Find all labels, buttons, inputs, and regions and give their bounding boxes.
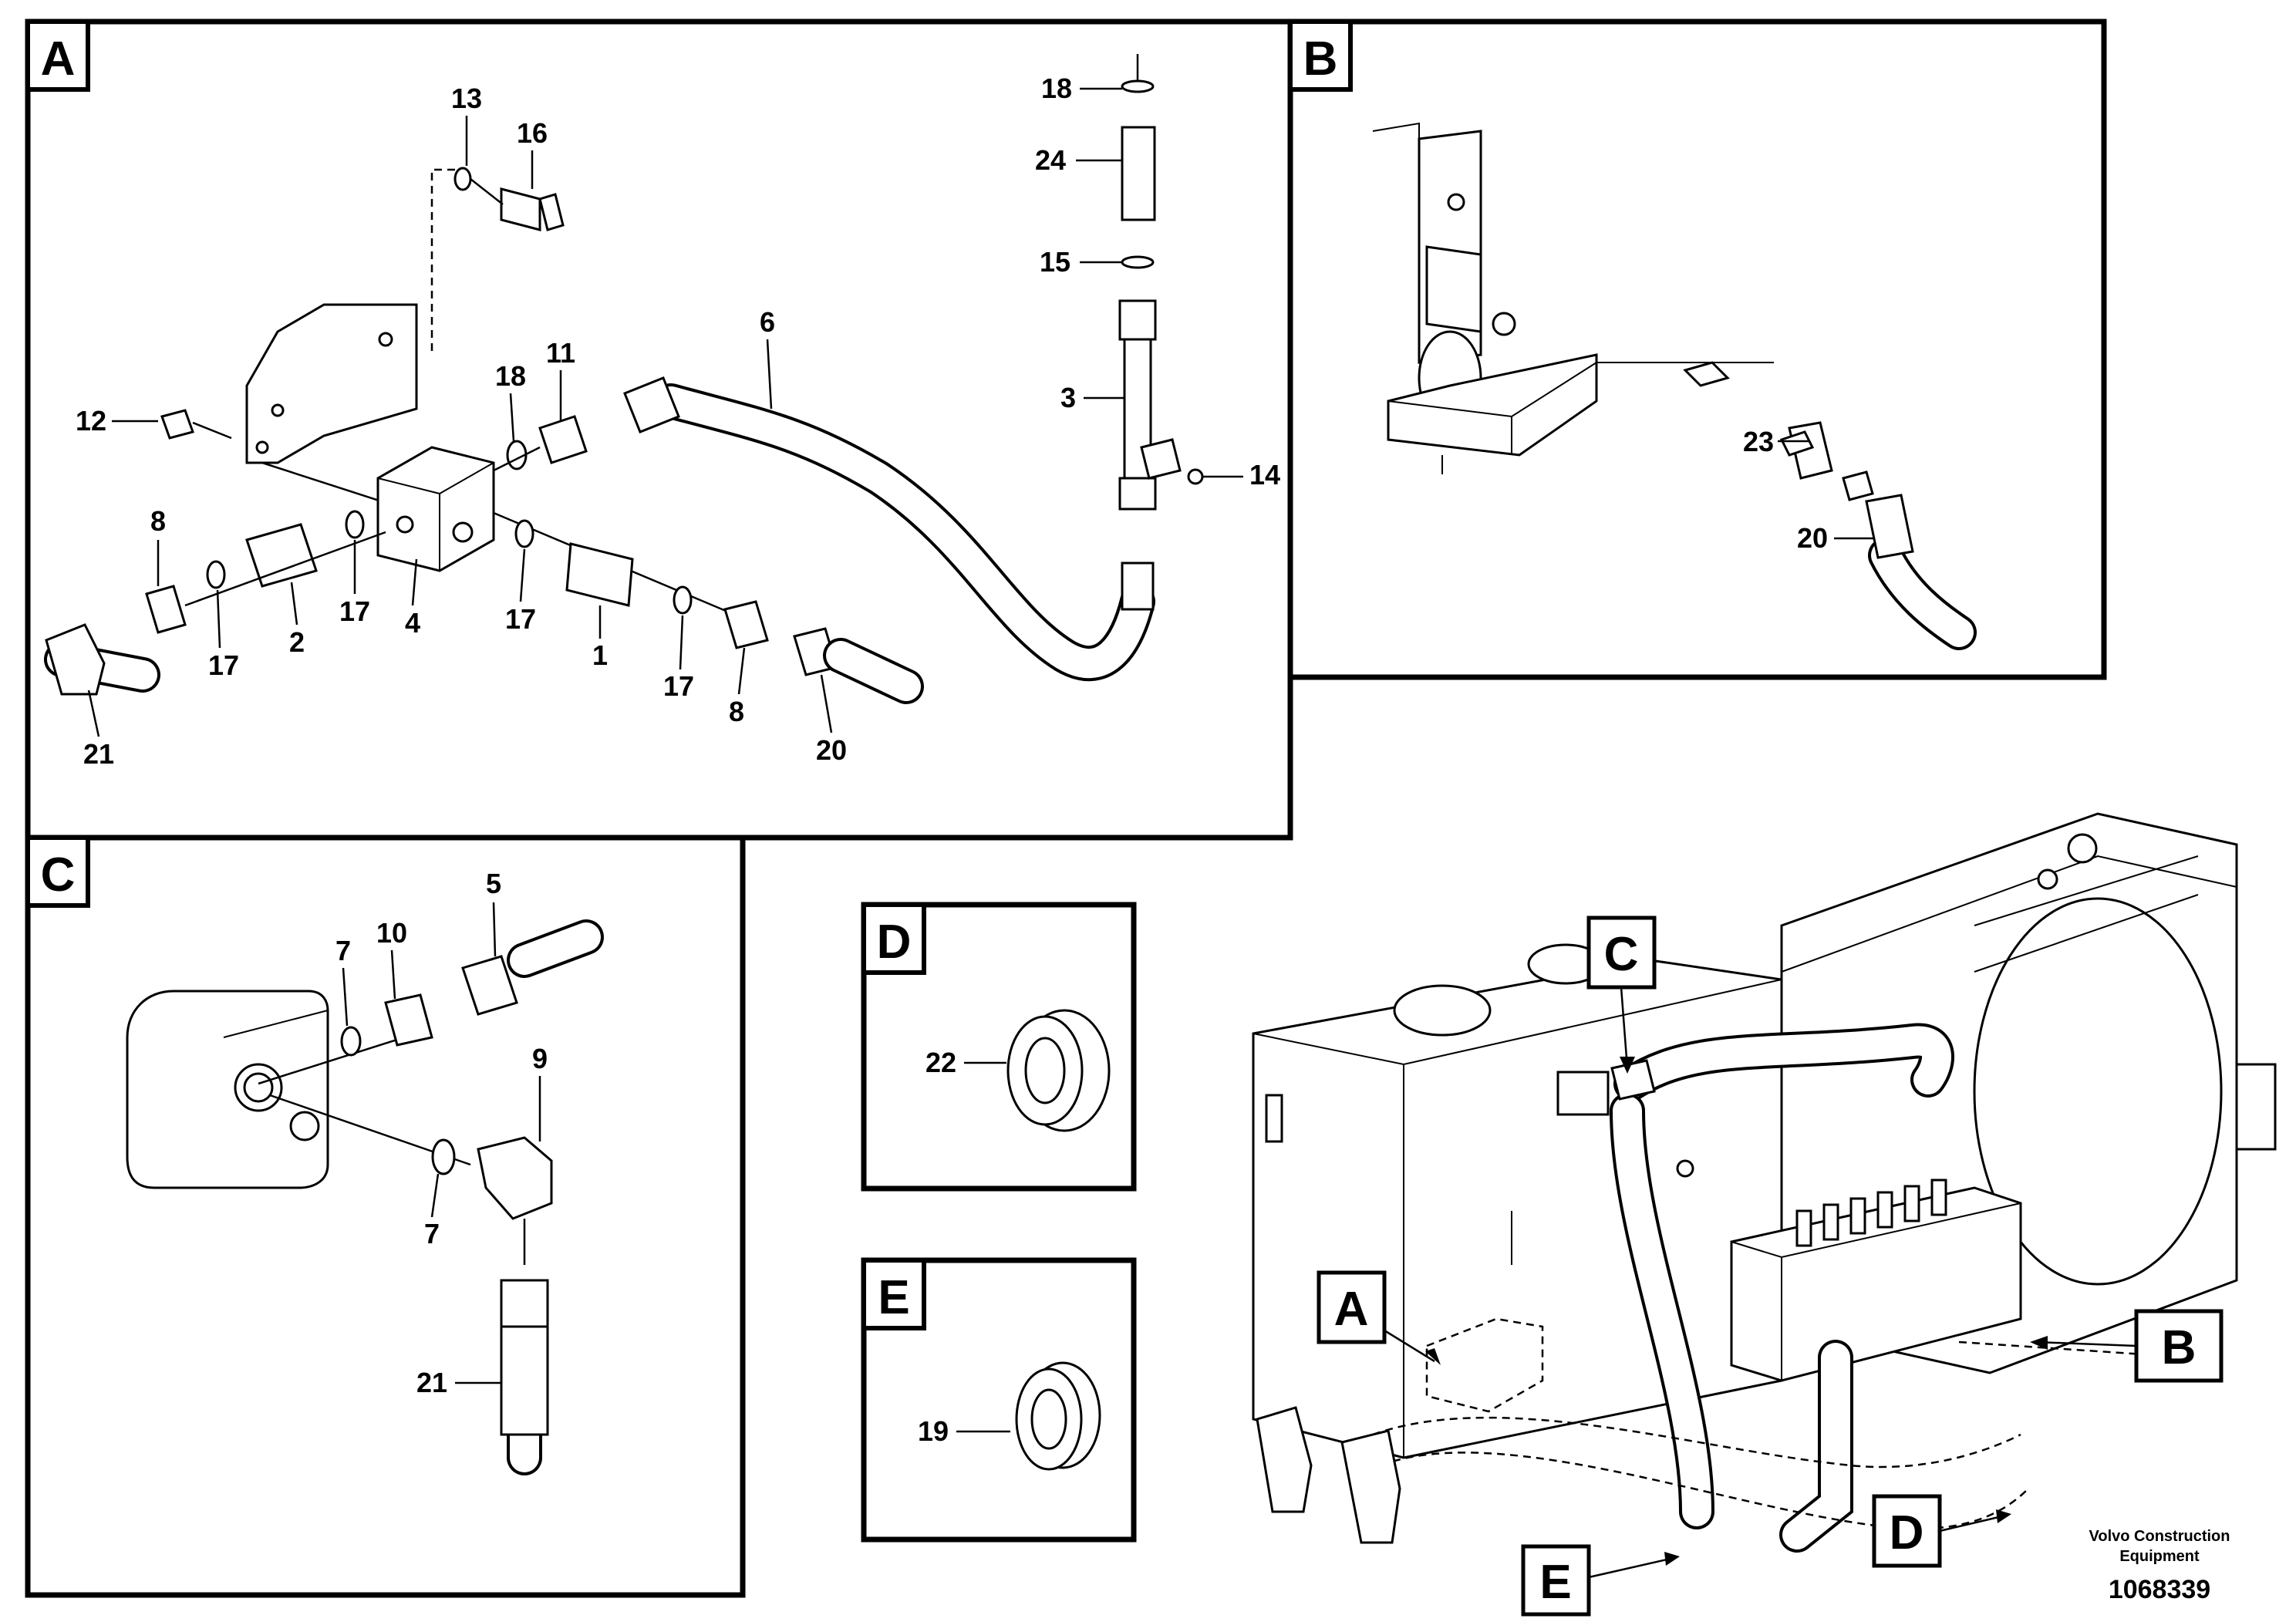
callout-19: 19 — [918, 1415, 949, 1447]
callout-17-a: 17 — [208, 649, 239, 681]
callout-8-left: 8 — [150, 505, 166, 537]
document-number: 1068339 — [2109, 1575, 2210, 1604]
callout-13: 13 — [451, 83, 482, 114]
panel-a-label: A — [41, 32, 76, 86]
check-valve-2 — [245, 523, 318, 588]
callout-8-right: 8 — [729, 696, 744, 727]
washer-13 — [453, 167, 472, 191]
callout-20-a: 20 — [816, 734, 847, 766]
o-ring-14 — [1187, 468, 1204, 485]
overview-label-a: A — [1334, 1283, 1369, 1336]
callout-24: 24 — [1035, 144, 1066, 176]
panel-e: E 19 — [861, 1257, 1137, 1543]
callout-17-b: 17 — [339, 595, 370, 627]
overview-label-a-box — [1317, 1270, 1387, 1344]
overview-label-d: D — [1890, 1506, 1924, 1560]
elbow-21 — [45, 623, 106, 696]
overview-label-e: E — [1539, 1556, 1571, 1609]
check-valve-1 — [565, 542, 634, 607]
callout-21-a: 21 — [83, 738, 114, 770]
callout-16: 16 — [517, 117, 548, 149]
overview-label-e-box — [1521, 1544, 1591, 1617]
brand-line-2: Equipment — [2119, 1548, 2200, 1565]
panel-a-callouts: 13 16 12 18 11 6 18 24 15 3 14 8 17 — [76, 73, 1280, 770]
overview-label-c: C — [1604, 928, 1639, 981]
panel-b-label: B — [1303, 32, 1338, 86]
callout-1: 1 — [592, 639, 608, 671]
fitting-11 — [538, 415, 588, 464]
fitting-10 — [384, 993, 433, 1047]
callout-17-d: 17 — [663, 670, 694, 702]
callout-10: 10 — [376, 917, 407, 949]
hose-21-c — [500, 1325, 549, 1436]
callout-11: 11 — [546, 337, 575, 369]
panel-a: A — [25, 19, 1293, 841]
machine-overview: C A B D E — [1252, 812, 2277, 1617]
callout-7-a: 7 — [335, 935, 351, 966]
panel-c-callouts: 5 10 7 9 7 21 — [335, 868, 548, 1398]
callout-15: 15 — [1040, 246, 1070, 278]
callout-9: 9 — [532, 1043, 548, 1074]
callout-21-c: 21 — [416, 1367, 447, 1398]
callout-3: 3 — [1060, 382, 1076, 413]
fitting-8-left — [145, 585, 187, 634]
footer: Volvo Construction Equipment 1068339 — [2089, 1528, 2230, 1604]
panel-d-label: D — [877, 916, 912, 969]
overview-label-b-box — [2134, 1309, 2224, 1383]
valve-block-c — [126, 990, 329, 1189]
brand-line-1: Volvo Construction — [2089, 1528, 2230, 1545]
fitting-24 — [1121, 126, 1156, 221]
callout-17-c: 17 — [505, 603, 536, 635]
callout-20-b: 20 — [1797, 522, 1828, 554]
callout-7-b: 7 — [424, 1218, 440, 1249]
callout-4: 4 — [405, 607, 420, 639]
panel-b-callouts: 23 20 — [1743, 426, 1874, 554]
fitting-8-right — [723, 600, 769, 649]
callout-6: 6 — [760, 306, 775, 338]
callout-12: 12 — [76, 405, 106, 437]
overview-label-b: B — [2162, 1321, 2197, 1374]
elbow-9 — [477, 1136, 553, 1220]
panel-c-label: C — [41, 848, 76, 902]
adapter-block-4 — [376, 446, 495, 572]
panel-e-label: E — [878, 1271, 909, 1324]
callout-18-a: 18 — [495, 360, 526, 392]
panel-b: B 23 20 — [1287, 19, 2107, 680]
callout-2: 2 — [289, 626, 305, 658]
callout-18-b: 18 — [1041, 73, 1072, 104]
callout-23: 23 — [1743, 426, 1774, 457]
panel-c: C 5 10 7 9 7 21 — [25, 835, 746, 1598]
panel-d: D 22 — [861, 902, 1137, 1192]
hydraulic-tank — [1252, 959, 1783, 1459]
callout-22: 22 — [925, 1047, 956, 1078]
callout-14: 14 — [1249, 459, 1280, 491]
callout-5: 5 — [486, 868, 501, 899]
mounting-bracket — [245, 303, 418, 464]
